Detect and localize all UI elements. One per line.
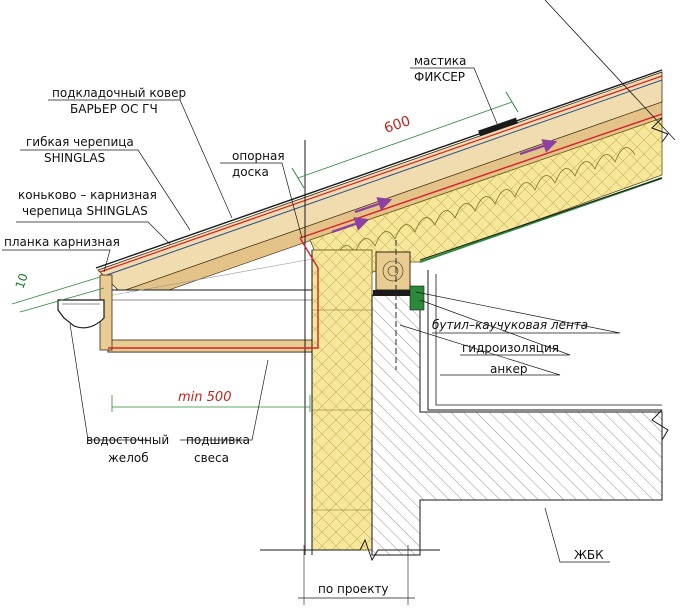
label-fixer: ФИКСЕР [414, 70, 466, 84]
label-zhbk: ЖБК [574, 548, 604, 562]
dim-po-proektu-line [298, 545, 415, 605]
dim-10-line [11, 276, 105, 313]
dim-600-line [291, 91, 519, 189]
vent-arrow-1 [354, 197, 393, 214]
leader-lines [2, 67, 621, 563]
mastic-strip [478, 117, 518, 137]
label-cherepica: черепица SHINGLAS [22, 204, 148, 218]
label-opornaya: опорная [232, 149, 285, 163]
dim-min500: min 500 [178, 390, 232, 405]
label-konkovo: коньково – карнизная [18, 188, 157, 202]
gutter-shape [57, 299, 105, 329]
label-anker: анкер [490, 362, 528, 376]
vent-arrow-6 [331, 217, 370, 234]
vent-arrow-2 [519, 139, 558, 156]
label-vodostok-2: желоб [108, 451, 149, 465]
insulation-wave [334, 147, 636, 261]
eave-soffit [107, 257, 319, 353]
label-vodostok-1: водосточный [86, 433, 170, 447]
label-gibkaya: гибкая черепица [26, 135, 134, 149]
label-mastika: мастика [414, 54, 467, 68]
label-podshivka-2: свеса [194, 451, 230, 465]
label-doska: доска [232, 165, 269, 179]
wall-plate [375, 251, 411, 291]
label-planka: планка карнизная [4, 235, 120, 249]
dim-min500-line [111, 395, 311, 412]
label-podshivka-1: подшивка [186, 433, 250, 447]
label-gidro: гидроизоляция [462, 341, 559, 355]
concrete-wall [371, 294, 663, 556]
label-podklad: подкладочный ковер [52, 86, 187, 100]
wall-insulation [311, 249, 373, 551]
label-barrier: БАРЬЕР ОС ГЧ [70, 102, 158, 116]
label-shinglas: SHINGLAS [44, 151, 106, 165]
label-po-proektu: по проекту [318, 582, 389, 596]
label-butil: бутил–каучуковая лента [432, 318, 589, 332]
